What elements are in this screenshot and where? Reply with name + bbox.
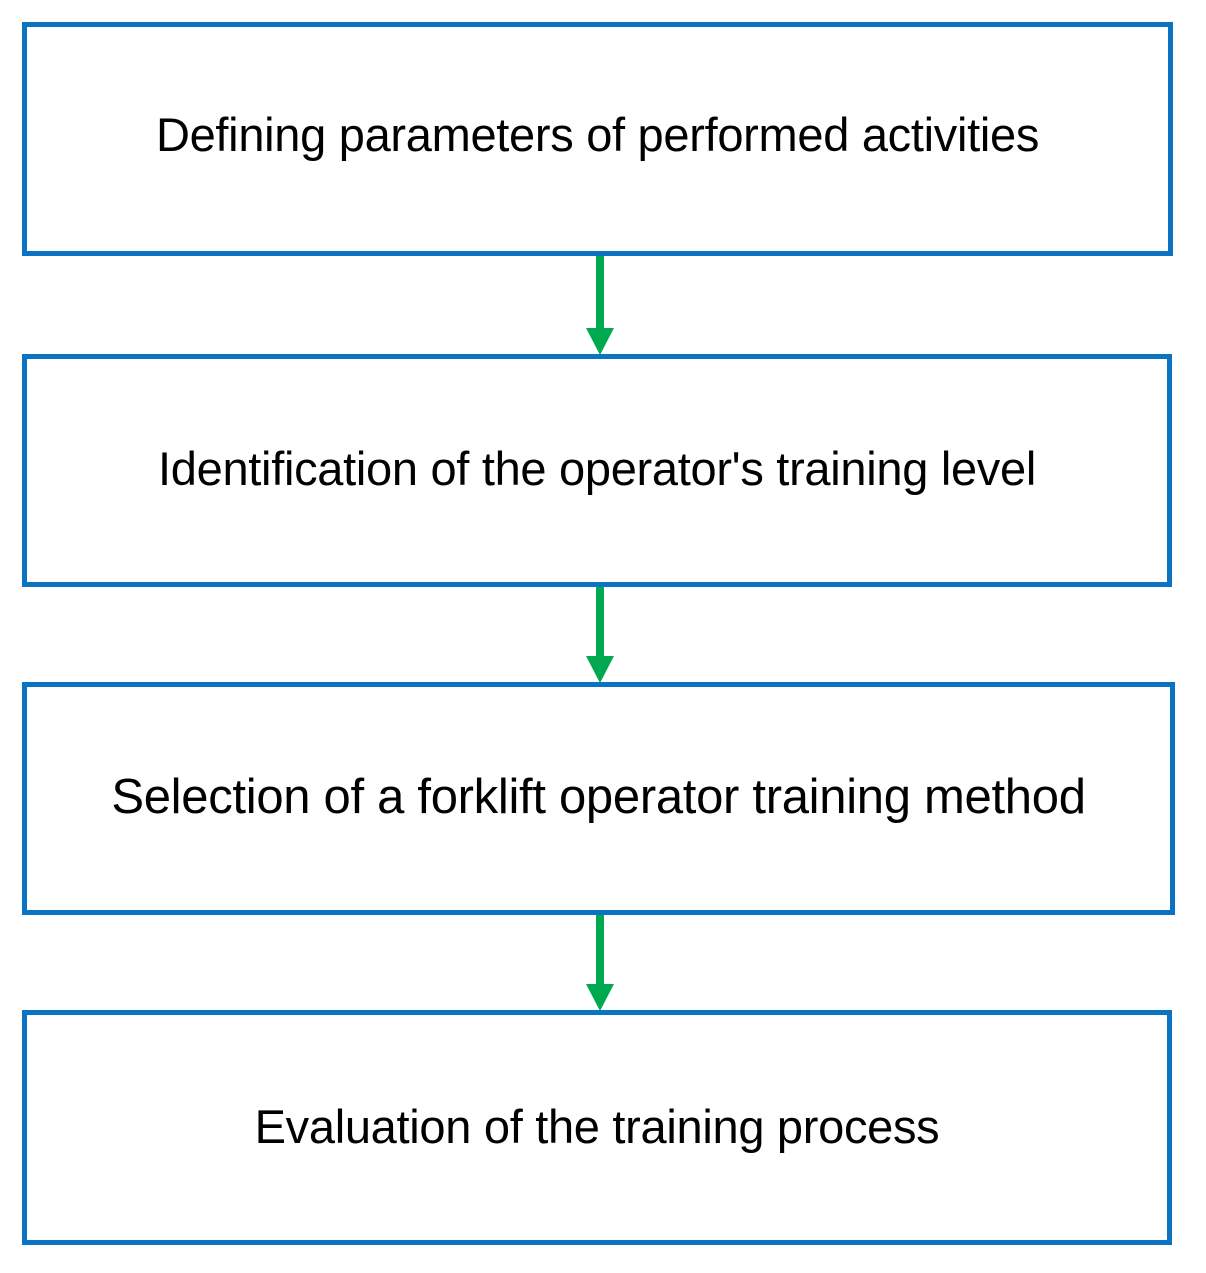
flowchart-node-1-label: Defining parameters of performed activit… [155,108,1040,162]
flowchart-node-3[interactable]: Selection of a forklift operator trainin… [22,682,1175,915]
flowchart-node-4[interactable]: Evaluation of the training process [22,1010,1172,1245]
flowchart-node-4-label: Evaluation of the training process [254,1099,940,1153]
flowchart-node-2-label: Identification of the operator's trainin… [158,441,1036,495]
flowchart-node-2[interactable]: Identification of the operator's trainin… [22,354,1172,587]
flowchart-node-3-label: Selection of a forklift operator trainin… [111,769,1086,824]
flow-arrow-down-icon-3 [586,915,614,1011]
flowchart-node-1[interactable]: Defining parameters of performed activit… [22,22,1173,256]
flow-arrow-down-icon-1 [586,256,614,355]
flow-arrow-down-icon-2 [586,587,614,683]
